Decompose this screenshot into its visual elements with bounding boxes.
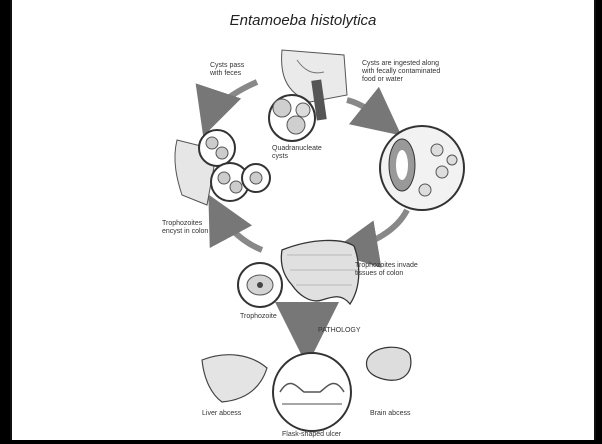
label-cysts-pass: Cysts pass with feces <box>210 62 244 78</box>
flask-ulcer-illustration <box>273 353 351 431</box>
intestine-lining-illustration <box>380 126 464 210</box>
label-quadranucleate: Quadranucleate cysts <box>272 145 322 161</box>
quadranucleate-cysts <box>269 95 315 141</box>
arrow-colon-to-cysts <box>214 205 262 250</box>
label-liver-abcess: Liver abcess <box>202 410 241 418</box>
brain-illustration <box>367 347 411 380</box>
arrow-ingestion-to-intestine <box>347 100 392 128</box>
label-troph-invade: Trophozoites invade tissues of colon <box>355 262 418 278</box>
label-cysts-ingested: Cysts are ingested along with fecally co… <box>362 60 440 84</box>
arrow-feces-to-ingestion <box>207 82 257 125</box>
label-trophozoite: Trophozoite <box>240 313 277 321</box>
label-brain-abcess: Brain abcess <box>370 410 410 418</box>
figure-frame: Entamoeba histolytica <box>10 0 596 440</box>
life-cycle-illustration <box>12 0 594 440</box>
label-flask-ulcer: Flask-shaped ulcer <box>282 431 341 439</box>
label-pathology: PATHOLOGY <box>318 327 361 335</box>
colon-cysts-illustration <box>175 130 270 205</box>
trophozoite-illustration <box>238 263 282 307</box>
liver-illustration <box>202 355 267 402</box>
large-intestine-illustration <box>281 240 358 304</box>
label-troph-encyst: Trophozoites encyst in colon <box>162 220 208 236</box>
